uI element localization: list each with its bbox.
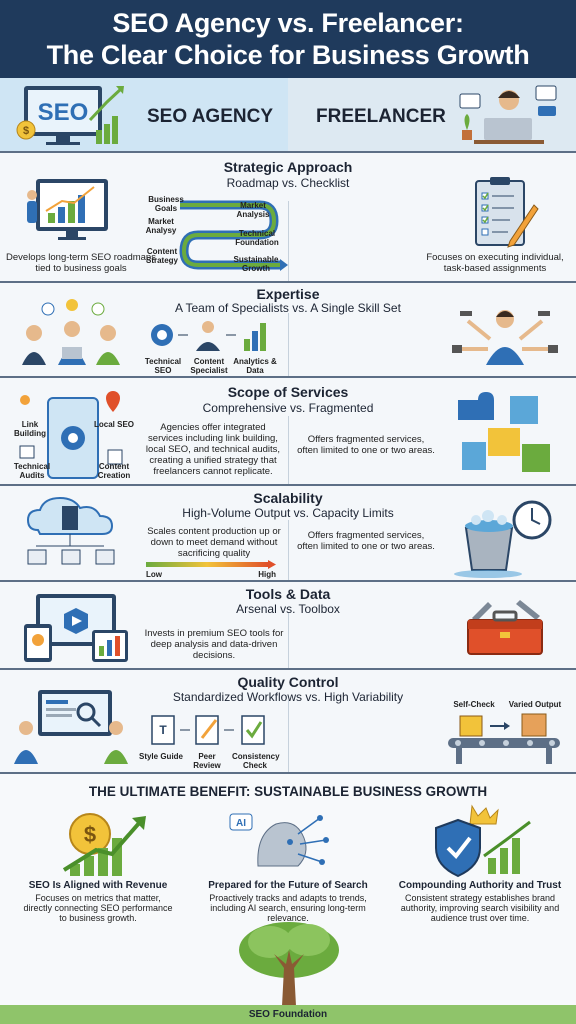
- expertise-subtitle: A Team of Specialists vs. A Single Skill…: [175, 301, 401, 315]
- scale-low-label: Low: [146, 570, 162, 579]
- roadmap-label-3: Content Strategy: [145, 247, 178, 265]
- expertise-title: Expertise: [256, 286, 320, 302]
- freelancer-column-header: FREELANCER: [288, 78, 576, 151]
- section-quality-control: Quality Control Standardized Workflows v…: [0, 668, 576, 772]
- low-high-scale-bar: [146, 560, 276, 569]
- expertise-label-2: Content Specialist: [190, 357, 228, 375]
- multitool-freelancer-icon: [452, 310, 558, 365]
- section-strategic-approach: Strategic Approach Roadmap vs. Checklist…: [0, 151, 576, 281]
- benefit-3-title: Compounding Authority and Trust: [398, 880, 562, 891]
- tools-agency-text: Invests in premium SEO tools for deep an…: [144, 628, 284, 661]
- section-expertise: Expertise A Team of Specialists vs. A Si…: [0, 281, 576, 376]
- strategic-title: Strategic Approach: [223, 159, 353, 175]
- revenue-growth-icon: $: [62, 813, 146, 876]
- section-scope-of-services: Scope of Services Comprehensive vs. Frag…: [0, 376, 576, 484]
- benefit-3-desc: Consistent strategy establishes brand au…: [400, 893, 560, 923]
- quality-label-peer-review: Peer Review: [193, 752, 221, 770]
- svg-text:T: T: [159, 723, 167, 737]
- analytics-devices-icon: [24, 594, 128, 662]
- freelancer-column-label: FREELANCER: [316, 106, 446, 127]
- presenter-monitor-icon: [27, 179, 108, 240]
- quality-label-consistency-check: Consistency Check: [232, 752, 280, 770]
- services-hub-icon: [19, 391, 123, 479]
- benefit-title: THE ULTIMATE BENEFIT: SUSTAINABLE BUSINE…: [88, 784, 488, 799]
- toolbox-icon: [467, 600, 543, 655]
- roadmap-label-2: Market Analysy: [145, 217, 177, 235]
- benefit-1-desc: Focuses on metrics that matter, directly…: [23, 893, 173, 923]
- strategic-subtitle: Roadmap vs. Checklist: [226, 176, 350, 190]
- self-check-label: Self-Check: [453, 700, 495, 709]
- scalability-title: Scalability: [253, 490, 323, 506]
- scope-label-content-creation: Content Creation: [97, 462, 131, 480]
- tools-title: Tools & Data: [245, 586, 331, 602]
- section-ultimate-benefit: THE ULTIMATE BENEFIT: SUSTAINABLE BUSINE…: [0, 772, 576, 1006]
- roadmap-label-1: Business Goals: [148, 195, 184, 213]
- ai-robot-head-icon: AI: [229, 813, 329, 867]
- roadmap-label-6: Sustainable Growth: [233, 255, 279, 273]
- seo-monitor-icon: SEO $: [16, 86, 124, 145]
- agency-column-header: SEO $ SEO AGENCY: [0, 78, 288, 151]
- checklist-clipboard-icon: [475, 177, 539, 248]
- benefit-2-desc: Proactively tracks and adapts to trends,…: [209, 893, 367, 923]
- scale-high-label: High: [258, 570, 276, 579]
- scope-agency-text: Agencies offer integrated services inclu…: [145, 422, 281, 477]
- expertise-label-1: Technical SEO: [144, 357, 182, 375]
- scope-label-technical-audits: Technical Audits: [13, 462, 51, 480]
- strategic-freelancer-text: Focuses on executing individual, task-ba…: [426, 252, 564, 274]
- scalability-freelancer-text: Offers fragmented services, often limite…: [297, 530, 435, 552]
- puzzle-pieces-icon: [458, 392, 550, 472]
- cloud-servers-icon: [26, 496, 115, 565]
- title-banner: SEO Agency vs. Freelancer: The Clear Cho…: [0, 0, 576, 78]
- svg-text:$: $: [84, 822, 96, 847]
- seo-screen-text: SEO: [38, 99, 89, 126]
- quality-subtitle: Standardized Workflows vs. High Variabil…: [172, 690, 404, 704]
- page-title-line1: SEO Agency vs. Freelancer:: [112, 8, 464, 38]
- conveyor-belt-icon: [448, 713, 560, 764]
- agency-column-label: SEO AGENCY: [147, 106, 273, 127]
- page-title-line2: The Clear Choice for Business Growth: [46, 40, 530, 70]
- scope-subtitle: Comprehensive vs. Fragmented: [202, 401, 374, 415]
- freelancer-laptop-icon: [459, 85, 557, 144]
- specialist-roles-icons: [151, 321, 266, 351]
- quality-title: Quality Control: [237, 674, 339, 690]
- scalability-subtitle: High-Volume Output vs. Capacity Limits: [182, 506, 394, 520]
- tools-subtitle: Arsenal vs. Toolbox: [236, 602, 340, 616]
- scalability-agency-text: Scales content production up or down to …: [147, 526, 281, 559]
- varied-output-label: Varied Output: [508, 700, 562, 709]
- roadmap-label-4: Market Analysis: [236, 201, 270, 219]
- quality-label-style-guide: Style Guide: [138, 752, 183, 761]
- trust-shield-crown-icon: [435, 804, 531, 878]
- seo-foundation-footer: SEO Foundation: [0, 1005, 576, 1024]
- benefit-1-title: SEO Is Aligned with Revenue: [28, 880, 168, 891]
- expertise-label-3: Analytics & Data: [233, 357, 277, 375]
- overflowing-bucket-clock-icon: [454, 500, 552, 578]
- scope-title: Scope of Services: [227, 384, 349, 400]
- growth-tree-icon: [239, 922, 339, 1006]
- workflow-documents-icons: T: [151, 715, 265, 745]
- scope-label-local-seo: Local SEO: [94, 420, 135, 429]
- scope-label-link-building: Link Building: [14, 420, 46, 438]
- scope-freelancer-text: Offers fragmented services, often limite…: [297, 434, 435, 456]
- specialist-team-icon: [22, 299, 120, 365]
- section-scalability: Scalability High-Volume Output vs. Capac…: [0, 484, 576, 580]
- section-tools-data: Tools & Data Arsenal vs. Toolbox Invests…: [0, 580, 576, 668]
- roadmap-arrow: [179, 200, 288, 271]
- review-team-board-icon: [14, 690, 128, 764]
- strategic-agency-text: Develops long-term SEO roadmaps tied to …: [6, 252, 156, 274]
- roadmap-label-5: Technical Foundation: [235, 229, 279, 247]
- benefit-2-title: Prepared for the Future of Search: [208, 880, 368, 891]
- ai-label: AI: [236, 818, 246, 829]
- svg-text:$: $: [23, 125, 29, 137]
